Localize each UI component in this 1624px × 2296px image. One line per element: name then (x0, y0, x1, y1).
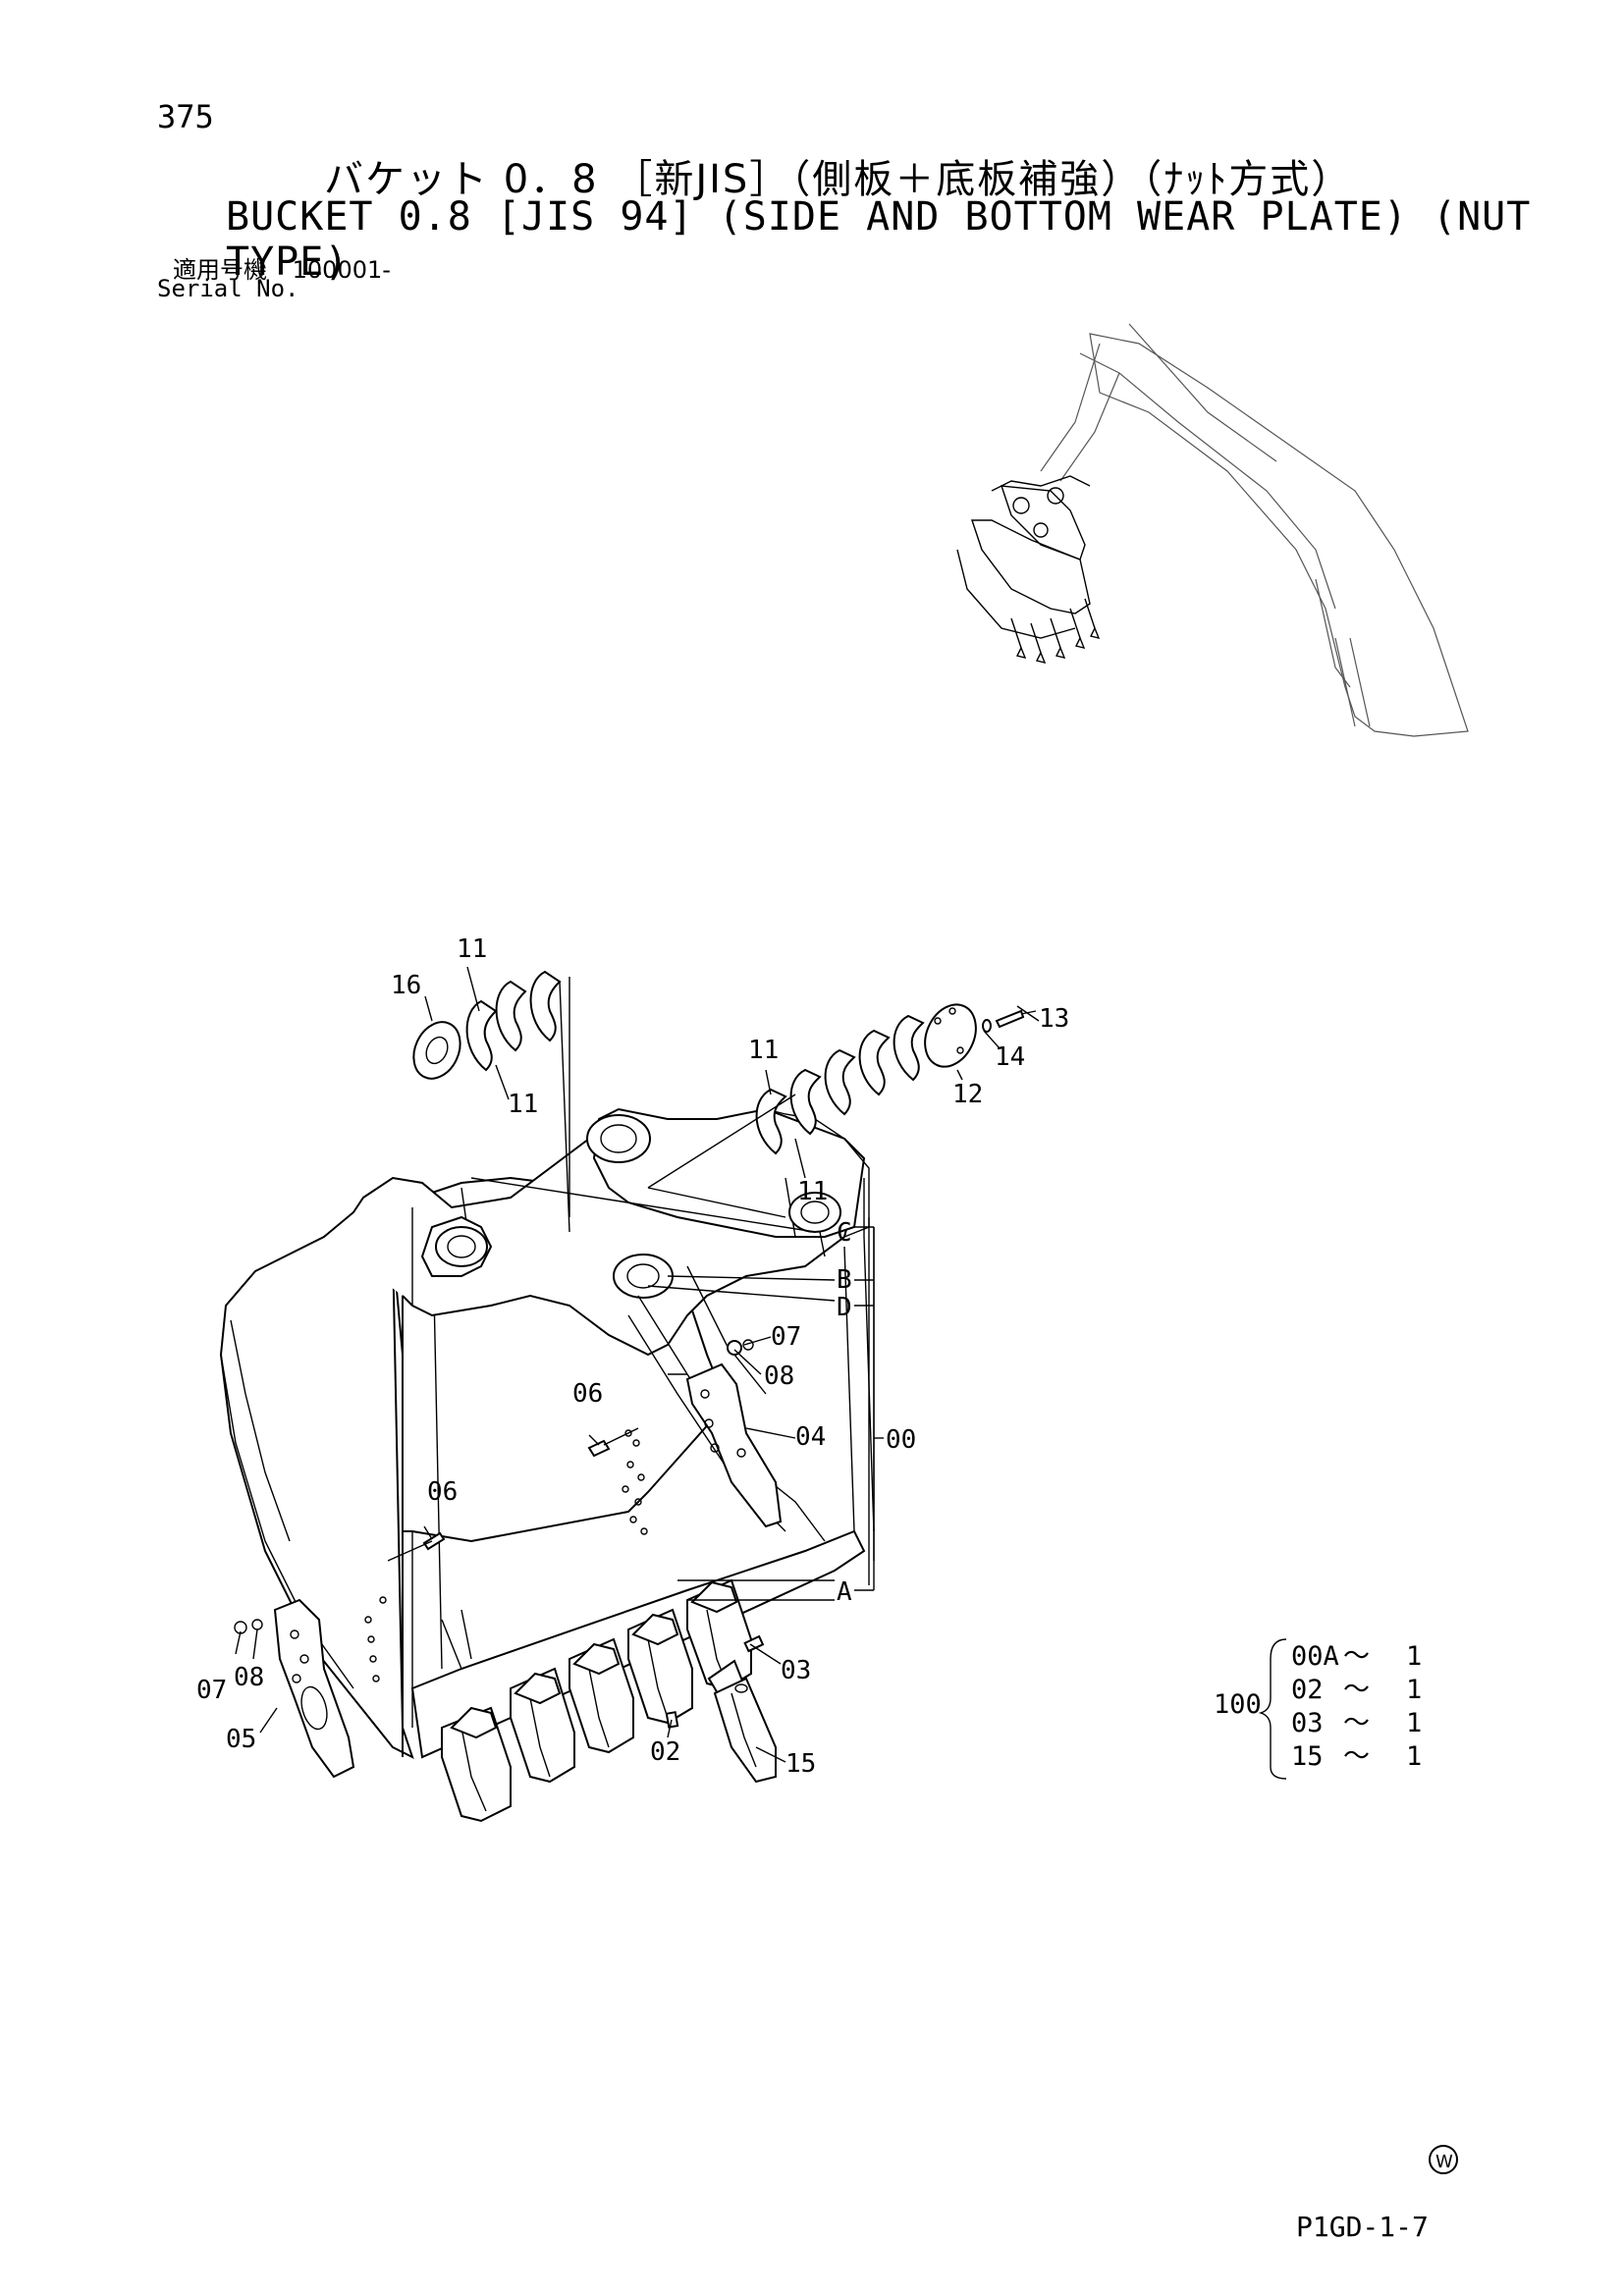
kit-item-sep: 〜 (1343, 1708, 1370, 1738)
kit-item-qty: 1 (1406, 1741, 1422, 1772)
callout-12: 12 (952, 1080, 983, 1109)
callout-11: 11 (748, 1036, 779, 1065)
side-cutter-left (234, 1531, 446, 1779)
pin-shims-upper-left (412, 970, 570, 1233)
kit-set-table: 100 00A 〜 1 02 〜 1 03 〜 1 15 〜 1 (1214, 1638, 1422, 1780)
callout-d: D (837, 1293, 852, 1322)
bucket-body (219, 1107, 875, 1759)
callout-11: 11 (508, 1090, 538, 1119)
serial-label-japanese: 適用号機 100001- (173, 250, 391, 285)
page-code: P1GD-1-7 (1296, 2211, 1429, 2243)
callout-03: 03 (781, 1656, 811, 1685)
callout-16: 16 (391, 971, 421, 1000)
serial-label-jp-text: 適用号機 (173, 256, 267, 284)
kit-item-part: 00A (1291, 1641, 1339, 1672)
footer-w-mark: W (1429, 2145, 1458, 2174)
kit-item-qty: 1 (1406, 1675, 1422, 1705)
callout-14: 14 (995, 1042, 1025, 1072)
callout-13: 13 (1039, 1004, 1069, 1034)
callout-c: C (837, 1218, 852, 1248)
reference-lines (470, 1094, 884, 1601)
kit-item-qty: 1 (1406, 1641, 1422, 1672)
serial-value: 100001- (292, 256, 391, 284)
callout-07: 07 (771, 1322, 801, 1352)
kit-item-qty: 1 (1406, 1708, 1422, 1738)
callout-08: 08 (764, 1362, 794, 1391)
title-japanese: バケット 0．8 ［新JIS］（側板＋底板補強）（ﾅｯﾄ方式） (324, 157, 1353, 202)
callout-b: B (837, 1265, 852, 1295)
kit-item-sep: 〜 (1343, 1641, 1370, 1672)
side-cutter-right (587, 1339, 783, 1535)
excavator-inset-drawing (956, 323, 1469, 737)
kit-assembly-number: 100 (1214, 1689, 1262, 1720)
callout-05: 05 (226, 1725, 256, 1754)
callout-02: 02 (650, 1737, 680, 1767)
callout-a: A (837, 1577, 852, 1607)
title-english: BUCKET 0.8 [JIS 94] (SIDE AND BOTTOM WEA… (226, 194, 1532, 285)
callout-06: 06 (572, 1379, 603, 1409)
kit-item-part: 15 (1291, 1741, 1324, 1772)
callout-08: 08 (234, 1663, 264, 1692)
kit-item-sep: 〜 (1343, 1675, 1370, 1705)
pin-shims-upper-right (755, 1003, 1037, 1155)
footer-mark-letter: W (1435, 2152, 1453, 2172)
callout-11: 11 (797, 1177, 828, 1206)
leader-lines (235, 966, 1040, 1763)
kit-item-sep: 〜 (1343, 1741, 1370, 1772)
kit-item-part: 02 (1291, 1675, 1324, 1705)
callout-06: 06 (427, 1477, 458, 1507)
callout-labels: 11 16 11 11 11 13 14 12 C B D A 00 07 08… (196, 934, 1069, 1779)
callout-04: 04 (795, 1422, 826, 1452)
page-number: 375 (157, 98, 214, 135)
bucket-teeth (441, 1578, 777, 1823)
callout-15: 15 (785, 1749, 816, 1779)
callout-00: 00 (886, 1425, 916, 1455)
callout-11: 11 (457, 934, 487, 964)
kit-item-part: 03 (1291, 1708, 1324, 1738)
callout-07: 07 (196, 1676, 227, 1705)
serial-label-english: Serial No. (157, 275, 299, 302)
